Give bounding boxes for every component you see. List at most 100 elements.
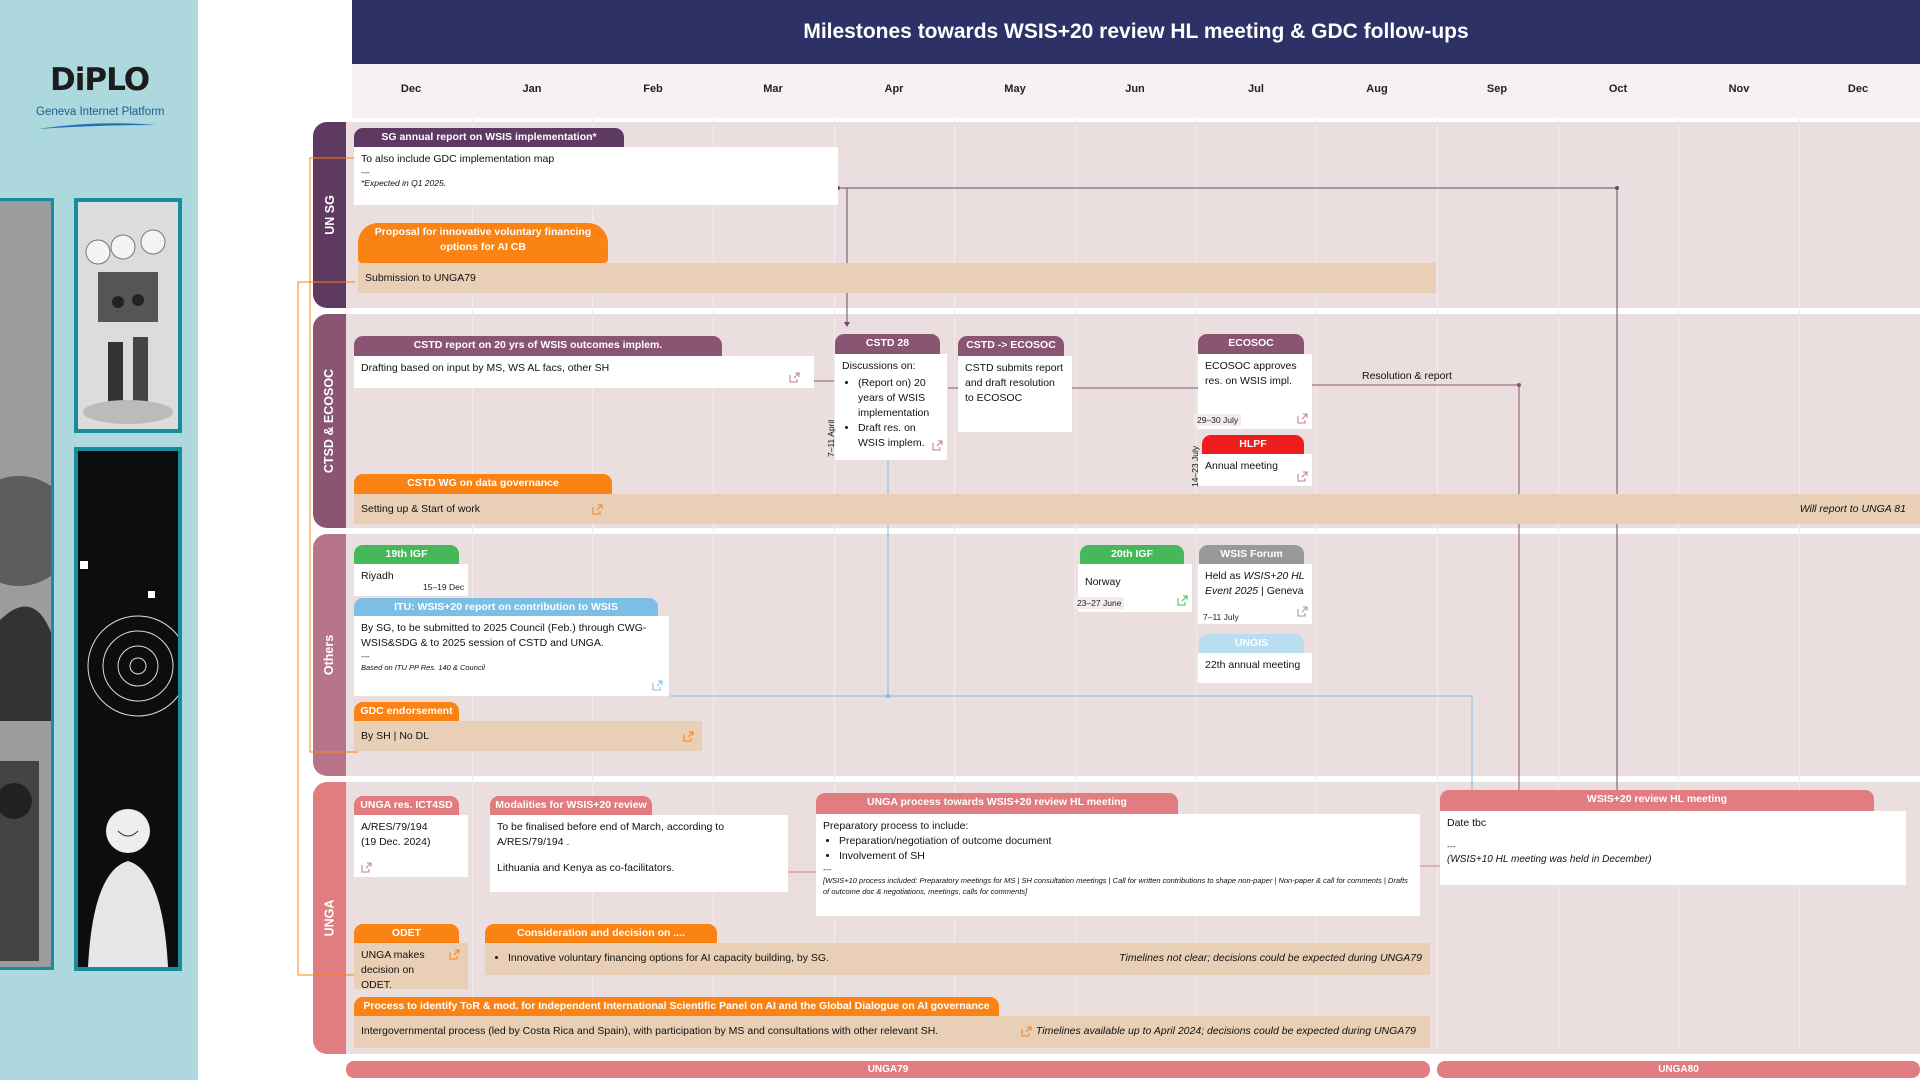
financing-header: Proposal for innovative voluntary financ… xyxy=(358,223,608,263)
igf20-body: Norway xyxy=(1085,576,1121,588)
consideration-header: Consideration and decision on .... xyxy=(485,924,717,943)
external-link-icon[interactable] xyxy=(789,372,800,383)
cstd-ecosoc-box: CSTD submits report and draft resolution… xyxy=(958,356,1072,432)
lane-tab-unga: UNGA xyxy=(313,782,346,1054)
external-link-icon[interactable] xyxy=(932,440,943,451)
month-gridline xyxy=(713,118,714,1048)
process-intro: Preparatory process to include: xyxy=(823,820,969,832)
cstd28-box: Discussions on: (Report on) 20 years of … xyxy=(835,354,947,460)
unga80-bar: UNGA80 xyxy=(1437,1061,1920,1078)
wg-bar: Setting up & Start of work Will report t… xyxy=(354,494,1920,524)
process-list: Preparation/negotiation of outcome docum… xyxy=(823,834,1413,864)
month-label: Sep xyxy=(1486,83,1508,95)
sidebar-illustration-left xyxy=(0,198,54,970)
hlpf-date: 14–23 July xyxy=(1190,445,1200,487)
external-link-icon[interactable] xyxy=(1297,471,1308,482)
cstd-report-body: Drafting based on input by MS, WS AL fac… xyxy=(361,362,610,374)
month-gridline xyxy=(834,118,835,1048)
cstd-report-header: CSTD report on 20 yrs of WSIS outcomes i… xyxy=(354,336,722,356)
month-gridline xyxy=(1558,118,1559,1048)
igf20-header: 20th IGF xyxy=(1080,545,1184,564)
process-note: [WSIS+10 process included: Preparatory m… xyxy=(823,876,1408,896)
hlpf-header: HLPF xyxy=(1202,435,1304,454)
wsis-forum-date: 7–11 July xyxy=(1200,611,1242,623)
logo-swoosh-icon xyxy=(38,123,156,129)
igf20-date: 23–27 June xyxy=(1074,597,1125,609)
consideration-list: Innovative voluntary financing options f… xyxy=(492,951,1423,966)
odet-box: UNGA makes decision on ODET. xyxy=(354,943,468,991)
month-label: Feb xyxy=(643,83,663,95)
month-gridline xyxy=(954,118,955,1048)
ungis-body: 22th annual meeting xyxy=(1205,659,1301,671)
hl-meeting-dash: --- xyxy=(1447,841,1456,851)
external-link-icon[interactable] xyxy=(652,680,663,691)
wsis-forum-header: WSIS Forum xyxy=(1199,545,1304,564)
wsis-forum-body-b: WSIS+20 HL Event 2025 xyxy=(1205,570,1305,597)
month-gridline xyxy=(472,118,473,1048)
ungis-box: 22th annual meeting xyxy=(1198,653,1312,683)
month-gridline xyxy=(1678,118,1679,1048)
external-link-icon[interactable] xyxy=(1021,1026,1032,1037)
hlpf-box: Annual meeting xyxy=(1198,454,1312,486)
external-link-icon[interactable] xyxy=(361,862,372,873)
ecosoc-body: ECOSOC approves res. on WSIS impl. xyxy=(1205,360,1297,387)
wsis-forum-body: Held as WSIS+20 HL Event 2025 | Geneva xyxy=(1205,569,1305,599)
financing-bar: Submission to UNGA79 xyxy=(358,263,1436,293)
process-dash: --- xyxy=(823,864,832,874)
panel-header: Process to identify ToR & mod. for Indep… xyxy=(354,997,999,1016)
wsis-forum-body-a: Held as xyxy=(1205,570,1244,582)
month-gridline xyxy=(1196,118,1197,1048)
wg-right-note: Will report to UNGA 81 xyxy=(1799,503,1906,515)
external-link-icon[interactable] xyxy=(449,949,460,960)
external-link-icon[interactable] xyxy=(1177,595,1188,606)
month-label: Dec xyxy=(400,83,422,95)
cstd-ecosoc-body: CSTD submits report and draft resolution… xyxy=(965,362,1064,404)
month-label: Aug xyxy=(1366,83,1388,95)
consideration-right-note: Timelines not clear; decisions could be … xyxy=(1119,952,1422,964)
hl-meeting-line1: Date tbc xyxy=(1447,817,1487,829)
sg-report-dash: --- xyxy=(361,167,370,177)
external-link-icon[interactable] xyxy=(683,731,694,742)
month-gridline xyxy=(1799,118,1800,1048)
igf19-body: Riyadh xyxy=(361,570,394,582)
month-label: Oct xyxy=(1608,83,1628,95)
month-gridline xyxy=(1437,118,1438,1048)
modalities-line1: To be finalised before end of March, acc… xyxy=(497,821,725,848)
itu-box: By SG, to be submitted to 2025 Council (… xyxy=(354,616,669,696)
igf19-header: 19th IGF xyxy=(354,545,459,564)
external-link-icon[interactable] xyxy=(1297,606,1308,617)
ict4sd-header: UNGA res. ICT4SD xyxy=(354,796,459,815)
diplo-logo: DiPLO xyxy=(50,62,150,98)
panel-body: Intergovernmental process (led by Costa … xyxy=(361,1025,939,1037)
ecosoc-header: ECOSOC xyxy=(1198,334,1304,354)
cstd28-item: (Report on) 20 years of WSIS implementat… xyxy=(858,376,940,421)
cstd-ecosoc-header: CSTD -> ECOSOC xyxy=(958,336,1064,356)
cstd28-list: (Report on) 20 years of WSIS implementat… xyxy=(842,376,940,451)
process-header: UNGA process towards WSIS+20 review HL m… xyxy=(816,793,1178,814)
itu-header: ITU: WSIS+20 report on contribution to W… xyxy=(354,598,658,628)
ecosoc-box: ECOSOC approves res. on WSIS impl. xyxy=(1198,354,1312,429)
ict4sd-line1: A/RES/79/194 xyxy=(361,821,428,833)
odet-body: UNGA makes decision on ODET. xyxy=(361,949,425,991)
month-label: Nov xyxy=(1728,83,1750,95)
month-gridline xyxy=(592,118,593,1048)
modalities-header: Modalities for WSIS+20 review xyxy=(490,796,652,815)
month-label: Apr xyxy=(884,83,904,95)
itu-body: By SG, to be submitted to 2025 Council (… xyxy=(361,622,647,649)
unga79-bar: UNGA79 xyxy=(346,1061,1430,1078)
process-item: Involvement of SH xyxy=(839,849,1413,864)
month-label: Dec xyxy=(1847,83,1869,95)
external-link-icon[interactable] xyxy=(592,504,603,515)
consideration-bar: Innovative voluntary financing options f… xyxy=(485,943,1430,975)
panel-right-note: Timelines available up to April 2024; de… xyxy=(1035,1025,1416,1037)
panel-bar: Intergovernmental process (led by Costa … xyxy=(354,1016,1430,1048)
gdc-body: By SH | No DL xyxy=(361,730,430,742)
process-box: Preparatory process to include: Preparat… xyxy=(816,814,1420,916)
modalities-box: To be finalised before end of March, acc… xyxy=(490,815,788,892)
logo-subtitle: Geneva Internet Platform xyxy=(36,106,165,118)
igf19-date: 15–19 Dec xyxy=(420,581,468,593)
external-link-icon[interactable] xyxy=(1297,413,1308,424)
month-label: Jun xyxy=(1125,83,1145,95)
month-gridline xyxy=(1316,118,1317,1048)
